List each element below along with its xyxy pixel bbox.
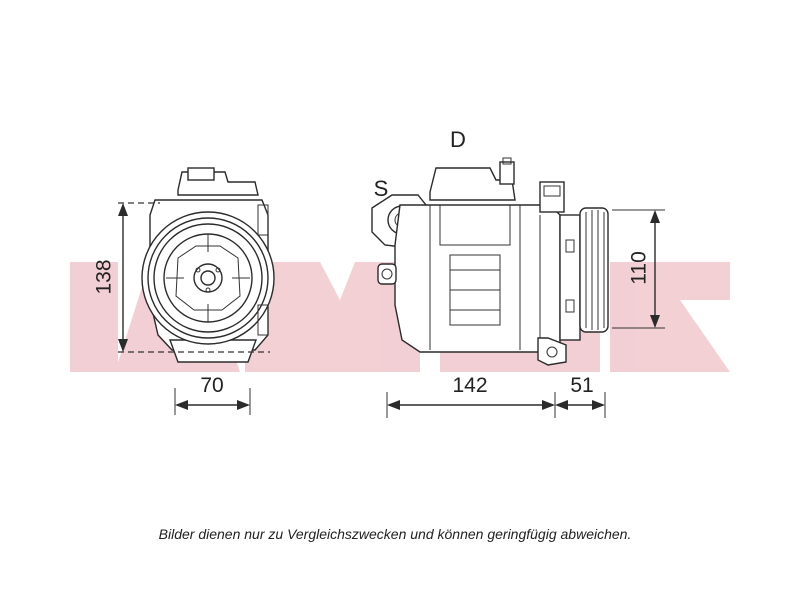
dimension-height-front: 138 xyxy=(93,202,270,353)
dimension-label-51: 51 xyxy=(570,374,593,397)
dimension-length-body: 142 xyxy=(386,374,556,418)
dimension-label-70: 70 xyxy=(200,374,223,397)
watermark-letter-3 xyxy=(245,262,420,372)
dimension-label-138: 138 xyxy=(93,259,116,294)
dimension-length-pulley: 51 xyxy=(555,374,606,418)
port-label-discharge: D xyxy=(450,127,466,152)
watermark-letter-1 xyxy=(70,262,118,372)
dimension-label-110: 110 xyxy=(628,251,651,284)
dimension-width-front: 70 xyxy=(174,374,251,415)
front-view xyxy=(141,167,275,363)
side-view xyxy=(371,157,609,366)
port-label-suction: S xyxy=(374,176,389,201)
watermark-letter-5 xyxy=(610,262,730,372)
dimension-label-142: 142 xyxy=(452,374,487,397)
dimension-height-side: 110 xyxy=(612,209,665,329)
disclaimer-text: Bilder dienen nur zu Vergleichszwecken u… xyxy=(158,526,632,542)
